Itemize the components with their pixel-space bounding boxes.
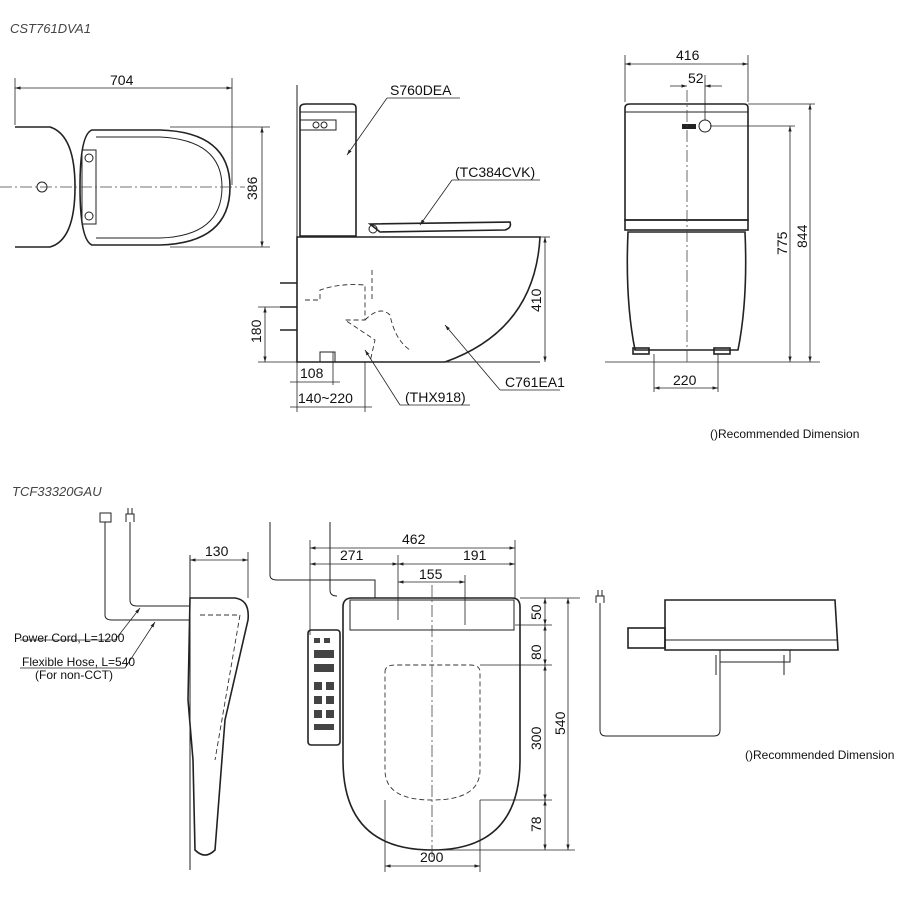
bowl-label: C761EA1 [505, 374, 565, 390]
dim-540: 540 [552, 711, 568, 735]
dim-80: 80 [528, 644, 544, 660]
toilet-side-view: S760DEA (TC384CVK) C761EA1 (THX918) 410 … [248, 82, 565, 412]
power-cord-label: Power Cord, L=1200 [14, 631, 125, 645]
seat-top-view: 462 271 191 155 50 80 300 78 540 200 [269, 522, 580, 872]
tank-label: S760DEA [390, 82, 452, 98]
flexible-hose-note: (For non-CCT) [35, 668, 113, 682]
toilet-top-view: 704 386 [0, 72, 270, 248]
dim-462: 462 [402, 531, 426, 547]
dim-416: 416 [676, 47, 700, 63]
dim-50: 50 [528, 604, 544, 620]
dim-140-220: 140~220 [298, 390, 353, 406]
recommended-dimension-note-2: ()Recommended Dimension [745, 748, 894, 762]
toilet-model-title: CST761DVA1 [10, 21, 91, 36]
dim-52: 52 [688, 70, 704, 86]
dim-200: 200 [420, 849, 444, 865]
dim-180: 180 [248, 319, 264, 343]
wall-bolts [280, 282, 297, 331]
dim-220: 220 [673, 372, 697, 388]
trap-label: (THX918) [405, 389, 466, 405]
dim-775: 775 [774, 231, 790, 255]
dim-130: 130 [205, 543, 229, 559]
dim-386: 386 [244, 176, 260, 200]
dim-704: 704 [110, 72, 134, 88]
flexible-hose-label: Flexible Hose, L=540 [22, 655, 135, 669]
toilet-front-view: 416 52 844 775 220 [605, 47, 820, 392]
dim-300: 300 [528, 726, 544, 750]
dim-410: 410 [528, 288, 544, 312]
recommended-dimension-note-1: ()Recommended Dimension [710, 427, 859, 441]
seat-label: (TC384CVK) [455, 164, 535, 180]
dim-155: 155 [419, 566, 443, 582]
dim-844: 844 [794, 224, 810, 248]
seat-model-title: TCF33320GAU [12, 484, 102, 499]
seat-rear-view [595, 590, 839, 737]
dim-108: 108 [300, 365, 324, 381]
seat-side-view: 130 Power Cord, L=1200 Flexible Hose, L=… [14, 508, 250, 870]
dim-191: 191 [463, 547, 487, 563]
dim-271: 271 [340, 547, 364, 563]
dim-78: 78 [528, 816, 544, 832]
